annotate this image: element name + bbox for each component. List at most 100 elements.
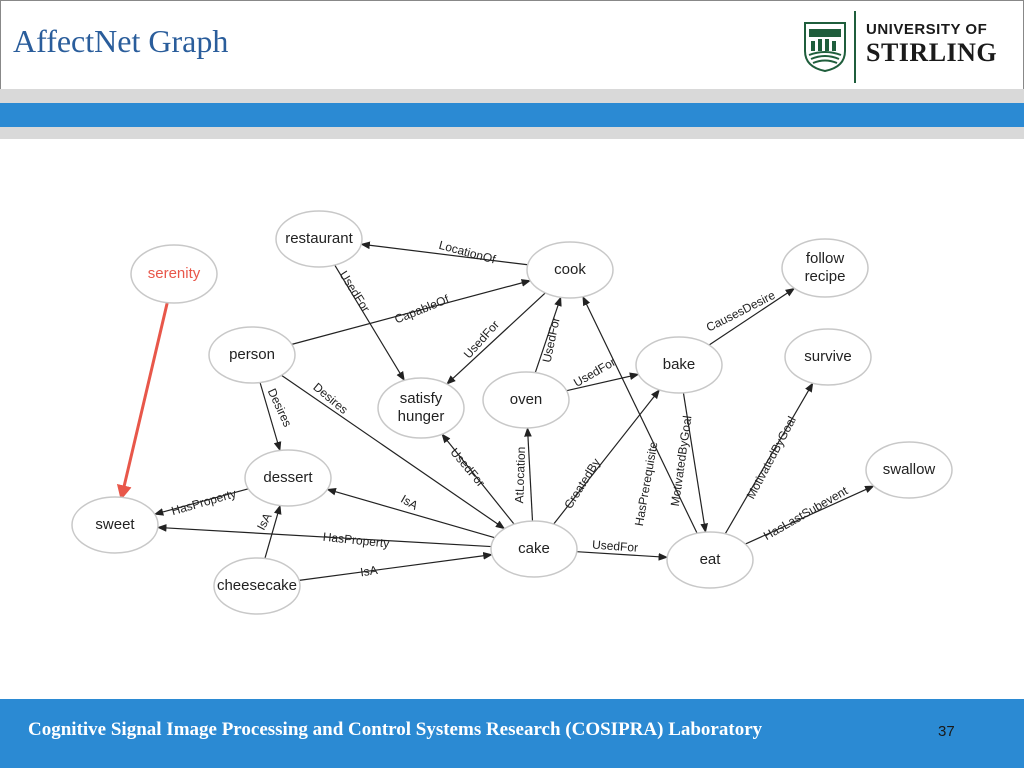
university-crest-icon [804,22,846,73]
edge-person-to-cook [291,279,532,345]
edge-label: IsA [254,511,275,533]
header-band-grey-top [0,89,1024,103]
edges-layer [116,241,875,581]
node-bake: bake [635,336,723,394]
edge-label: IsA [398,492,420,513]
edge-cook-to-satisfy-hunger [446,292,546,385]
node-cheesecake: cheesecake [213,557,301,615]
node-label: cake [518,540,550,557]
node-ellipse [781,238,869,298]
node-label: serenity [148,265,201,282]
node-label: recipe [805,268,846,285]
edge-cake-to-dessert [326,488,495,539]
edge-label: UsedFor [592,538,639,555]
edge-label: MotivatedByGoal [744,414,799,501]
university-logo: UNIVERSITY OF STIRLING [801,11,1011,83]
node-eat: eat [666,531,754,589]
edge-bake-to-follow-recipe [708,287,796,346]
node-survive: survive [784,328,872,386]
edge-label: UsedFor [540,316,563,364]
edge-cake-to-eat [576,551,669,561]
page-number: 37 [938,723,955,740]
node-dessert: dessert [244,449,332,507]
node-ellipse [130,244,218,304]
header-band-blue [0,103,1024,127]
edge-bake-to-eat [682,392,709,534]
edge-cake-to-satisfy-hunger [441,433,515,525]
slide-title: AffectNet Graph [13,23,229,59]
node-ellipse [71,496,159,554]
node-person: person [208,326,296,384]
node-label: bake [663,356,696,373]
node-ellipse [784,328,872,386]
node-label: cook [554,261,586,278]
node-ellipse [635,336,723,394]
footer-lab-name: Cognitive Signal Image Processing and Co… [28,719,763,740]
node-ellipse [377,377,465,439]
edge-label: HasProperty [322,530,390,551]
edge-cake-to-sweet [156,524,492,548]
node-serenity: serenity [130,244,218,304]
node-ellipse [213,557,301,615]
node-label: sweet [95,516,135,533]
node-label: oven [510,391,543,408]
node-oven: oven [482,371,570,429]
edge-label: MotivatedByGoal [668,415,695,507]
node-label: dessert [263,469,313,486]
node-label: swallow [883,461,936,478]
edge-restaurant-to-satisfy-hunger [334,264,405,382]
edge-label: Desires [310,380,350,417]
edge-person-to-dessert [259,382,282,452]
slide-header: AffectNet Graph UNIVERSITY OF STIRLING [0,0,1024,90]
node-swallow: swallow [865,441,953,499]
edge-label: CreatedBy [561,456,603,512]
node-ellipse [208,326,296,384]
node-label: survive [804,348,852,365]
node-label: person [229,346,275,363]
slide-footer: Cognitive Signal Image Processing and Co… [0,699,1024,768]
logo-divider [854,11,856,83]
edge-cook-to-restaurant [360,241,528,266]
edge-label: AtLocation [512,446,528,503]
node-label: cheesecake [217,577,297,594]
edge-eat-to-survive [724,382,814,535]
node-sweet: sweet [71,496,159,554]
node-ellipse [865,441,953,499]
node-ellipse [244,449,332,507]
node-label: satisfy [400,390,443,407]
edge-dessert-to-sweet [153,488,249,516]
edge-oven-to-bake [566,372,640,392]
node-label: restaurant [285,230,353,247]
header-band-grey-bottom [0,127,1024,139]
edge-oven-to-cook [534,296,562,373]
node-label: hunger [398,408,445,425]
edge-cake-to-bake [553,389,660,525]
edge-cheesecake-to-cake [299,551,493,581]
node-cake: cake [490,520,578,578]
edge-person-to-cake [281,374,506,530]
edge-label: LocationOf [437,238,497,267]
node-label: follow [806,250,845,267]
edge-label: HasProperty [170,486,238,518]
edge-label: UsedFor [337,268,373,314]
edge-label: CapableOf [392,292,451,327]
node-cook: cook [526,241,614,299]
logo-stirling: STIRLING [866,38,998,67]
edge-label: HasPrerequisite [632,440,661,527]
node-restaurant: restaurant [275,210,363,268]
edge-serenity-to-sweet [116,302,169,501]
node-label: eat [700,551,722,568]
logo-university-of: UNIVERSITY OF [866,21,988,38]
node-ellipse [666,531,754,589]
edge-label: UsedFor [447,445,487,489]
edge-label: HasLastSubevent [761,483,851,543]
node-ellipse [275,210,363,268]
edge-cheesecake-to-dessert [264,504,282,559]
edge-eat-to-swallow [745,485,875,545]
node-ellipse [490,520,578,578]
edge-label: IsA [359,563,378,579]
edge-cake-to-oven [524,427,534,522]
